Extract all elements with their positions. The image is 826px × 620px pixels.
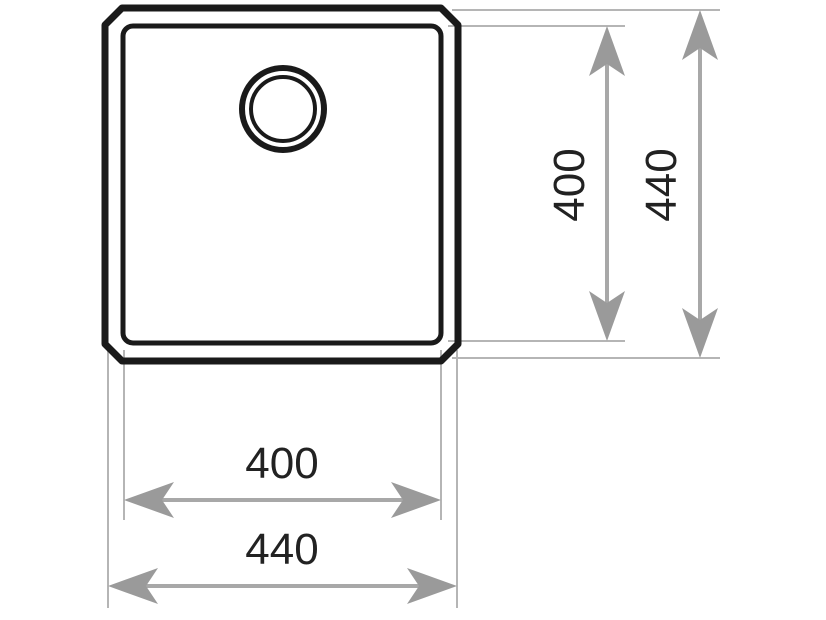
sink-inner-edge: [120, 23, 444, 346]
arrow-right-icon: [407, 568, 457, 604]
inner-height-label: 400: [545, 148, 594, 221]
inner-width-arrow: [124, 482, 441, 518]
arrow-left-icon: [108, 568, 158, 604]
arrow-right-icon: [391, 482, 441, 518]
arrow-down-icon: [682, 308, 718, 358]
extension-lines: [107, 9, 720, 608]
drain-outer-ring: [239, 65, 327, 153]
arrow-down-icon: [589, 291, 625, 341]
outer-height-label: 440: [637, 148, 686, 221]
sink-outer-edge: [101, 4, 462, 365]
arrow-up-icon: [682, 10, 718, 60]
inner-width-label: 400: [245, 439, 318, 488]
inner-height-arrow: [589, 26, 625, 341]
drain-icon: [239, 65, 327, 153]
drain-inner-ring: [249, 75, 317, 143]
outer-width-label: 440: [245, 525, 318, 574]
sink-outline: [101, 4, 462, 365]
height-dimensions: 400 440: [545, 10, 718, 358]
arrow-left-icon: [124, 482, 174, 518]
width-dimensions: 400 440: [108, 439, 457, 604]
outer-width-arrow: [108, 568, 457, 604]
arrow-up-icon: [589, 26, 625, 76]
outer-height-arrow: [682, 10, 718, 358]
